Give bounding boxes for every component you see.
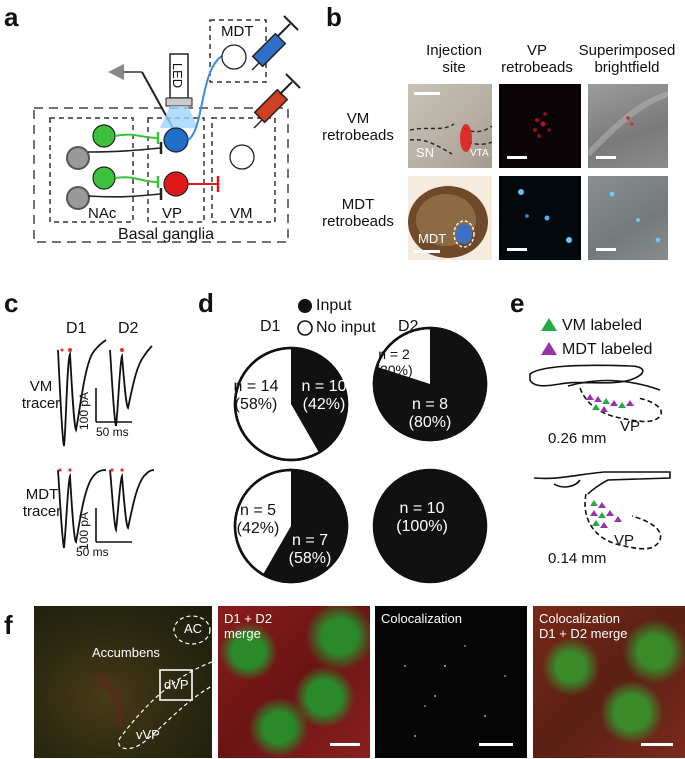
mdt-injection-site-image: MDT — [408, 176, 492, 260]
f-img2-label: D1 + D2 merge — [224, 611, 273, 641]
output-arrow-icon — [108, 64, 124, 80]
panel-d-legend-icons — [297, 299, 313, 336]
colocalization-merge-image: Colocalization D1 + D2 merge — [533, 606, 685, 758]
d1-d2-merge-image: D1 + D2 merge — [218, 606, 370, 758]
panel-a-label: a — [4, 2, 19, 32]
legend-noinput: No input — [316, 319, 376, 336]
c-scale1-x: 50 ms — [96, 425, 129, 439]
f-vvp-label: vVP — [136, 727, 160, 742]
panel-e-legend-icons — [541, 318, 557, 355]
pie-3-input-slice — [263, 470, 347, 582]
sn-label: SN — [416, 145, 435, 160]
c-row-mdt-tracer: MDT tracer — [22, 486, 62, 521]
mdt-vp-retrobeads-image — [499, 176, 581, 260]
input-legend-icon — [298, 299, 312, 313]
col-superimposed-brightfield: Superimposed brightfield — [578, 42, 676, 77]
f-img4-label: Colocalization D1 + D2 merge — [539, 611, 628, 641]
vm-vp-retrobeads-image — [499, 84, 581, 168]
row-mdt-retrobeads: MDT retrobeads — [322, 196, 394, 231]
f-img3-label: Colocalization — [381, 611, 462, 626]
pie4-input-label: n = 10 (100%) — [396, 500, 448, 536]
vm-injection-site-image: SN VTA — [408, 84, 492, 168]
c-d2-header: D2 — [118, 320, 139, 337]
nac-neurons — [66, 124, 116, 210]
f-accumbens-label: Accumbens — [92, 645, 160, 660]
pie1-noinput-label: n = 14 (58%) — [233, 378, 279, 414]
accumbens-overview-image: AC Accumbens dVP vVP — [34, 606, 212, 758]
vm-label: VM — [230, 205, 253, 222]
pie-1-input-slice — [291, 348, 348, 453]
pie3-noinput-label: n = 5 (42%) — [236, 502, 280, 538]
vp-label: VP — [162, 205, 183, 222]
panel-c-traces — [57, 339, 155, 549]
vm-labeled-legend-icon — [541, 318, 557, 331]
panel-c-label: c — [4, 288, 19, 318]
mdt-neuron — [221, 44, 247, 70]
nac-label: NAc — [88, 205, 117, 222]
vm-d2-trace — [109, 345, 153, 427]
basal-ganglia-label: Basal ganglia — [118, 226, 215, 243]
panel-f-label: f — [4, 610, 13, 640]
pie2-noinput-label: n = 2 (20%) — [375, 346, 413, 379]
c-d1-header: D1 — [66, 320, 87, 337]
legend-mdt-labeled: MDT labeled — [562, 341, 653, 358]
pie3-input-label: n = 7 (58%) — [288, 532, 332, 568]
vm-box — [211, 117, 276, 223]
vm-neuron — [229, 144, 255, 170]
mdt-d2-trace — [109, 469, 155, 534]
c-scale2-x: 50 ms — [76, 545, 109, 559]
mdt-image-label: MDT — [418, 231, 447, 246]
noinput-legend-icon — [297, 320, 313, 336]
mdt-d1-trace — [57, 469, 107, 549]
mdt-labeled-legend-icon — [541, 342, 557, 355]
panel-a-circuit-diagram — [33, 15, 301, 243]
c-row-vm-tracer: VM tracer — [21, 378, 61, 413]
e-depth1: 0.26 mm — [548, 430, 607, 447]
panel-e-section-maps — [529, 364, 671, 550]
col-vp-retrobeads: VP retrobeads — [501, 42, 573, 77]
colocalization-image: Colocalization — [375, 606, 527, 758]
upper-markers — [586, 394, 634, 412]
d-d1-header: D1 — [260, 318, 281, 335]
lower-markers — [590, 500, 622, 528]
pie1-input-label: n = 10 (42%) — [301, 378, 347, 414]
nac-box — [49, 117, 134, 223]
f-ac-label: AC — [184, 621, 203, 636]
legend-vm-labeled: VM labeled — [562, 317, 643, 334]
panel-b-label: b — [326, 2, 342, 32]
panel-d-label: d — [198, 288, 214, 318]
pie-3-border — [233, 468, 349, 584]
mdt-brightfield-image — [588, 176, 668, 260]
pie-2-input-slice — [374, 328, 487, 440]
pie-2-border — [372, 326, 488, 442]
pie-4-input-slice — [374, 470, 486, 582]
mdt-label: MDT — [221, 23, 254, 40]
row-vm-retrobeads: VM retrobeads — [322, 110, 394, 145]
blue-syringe-icon — [251, 15, 299, 71]
vm-brightfield-image — [588, 84, 668, 168]
e-vp2-label: VP — [614, 532, 635, 549]
legend-input: Input — [316, 297, 352, 314]
f-dvp-label: dVP — [164, 677, 189, 692]
panel-e-label: e — [510, 288, 525, 318]
vm-d1-trace — [57, 339, 107, 447]
vta-label: VTA — [470, 148, 489, 159]
pie-1-border — [233, 346, 349, 462]
red-syringe-icon — [253, 73, 301, 129]
col-injection-site: Injection site — [426, 42, 482, 77]
mdt-box — [209, 19, 267, 83]
pie2-input-label: n = 8 (80%) — [408, 396, 452, 432]
e-depth2: 0.14 mm — [548, 550, 607, 567]
e-vp1-label: VP — [620, 418, 641, 435]
